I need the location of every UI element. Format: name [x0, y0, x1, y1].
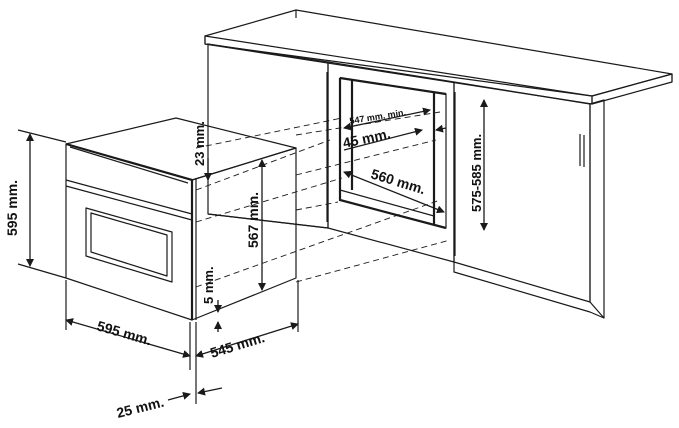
label-niche-width: 560 mm.: [369, 166, 427, 198]
label-oven-depth: 545 mm.: [208, 329, 266, 361]
projection-line: [295, 239, 451, 283]
label-front-depth: 25 mm.: [115, 394, 166, 421]
label-side-clearance: 45 mm.: [341, 125, 392, 151]
niche-inner-top: [339, 76, 447, 96]
dim-oven-width: [65, 318, 191, 358]
oven-top-trim: [69, 146, 189, 184]
label-niche-depth: 547 mm. min.: [349, 107, 407, 126]
label-body-height: 567 mm.: [245, 192, 261, 248]
built-in-oven: [65, 117, 297, 321]
projection-line: [195, 177, 343, 223]
projection-line: [295, 139, 437, 176]
dim-side-clearance: [343, 127, 423, 151]
label-oven-height: 595 mm.: [4, 180, 20, 236]
dim-front-depth-right: [197, 387, 223, 396]
dim-ext-line: [17, 263, 67, 279]
projection-line: [195, 117, 343, 149]
dimension-lines: [17, 99, 488, 404]
label-oven-width: 595 mm.: [95, 318, 153, 349]
control-panel-line-2: [65, 185, 193, 221]
dim-front-depth-left: [167, 391, 191, 401]
dim-ext-line: [17, 129, 67, 143]
countertop-top: [204, 9, 673, 97]
label-bottom-gap: 5 mm.: [201, 266, 216, 304]
oven-front-bezel: [65, 142, 194, 320]
oven-door-window: [85, 207, 173, 283]
oven-door-window-inner: [90, 212, 168, 277]
dim-niche-depth: [343, 107, 431, 131]
oven-front: [65, 143, 193, 321]
niche-inner-frame: [338, 78, 447, 230]
left-door-bottom: [207, 213, 329, 229]
control-panel-line: [65, 179, 193, 215]
cabinet-plinth: [453, 262, 605, 319]
dim-side-clearance-right: [435, 124, 447, 133]
label-top-gap: 23 mm.: [192, 121, 207, 166]
dim-oven-depth: [195, 322, 299, 358]
oven-niche: [339, 77, 447, 229]
kitchen-cabinet: [204, 9, 673, 319]
projection-line: [295, 201, 339, 211]
projection-line: [195, 199, 441, 288]
dim-niche-width: [343, 170, 445, 214]
projection-line: [195, 139, 331, 191]
cabinet-right-side: [589, 99, 605, 319]
dimension-labels: 595 mm. 595 mm. 545 mm. 25 mm. 23 mm. 56…: [4, 107, 484, 421]
label-niche-height: 575-585 mm.: [469, 134, 484, 212]
